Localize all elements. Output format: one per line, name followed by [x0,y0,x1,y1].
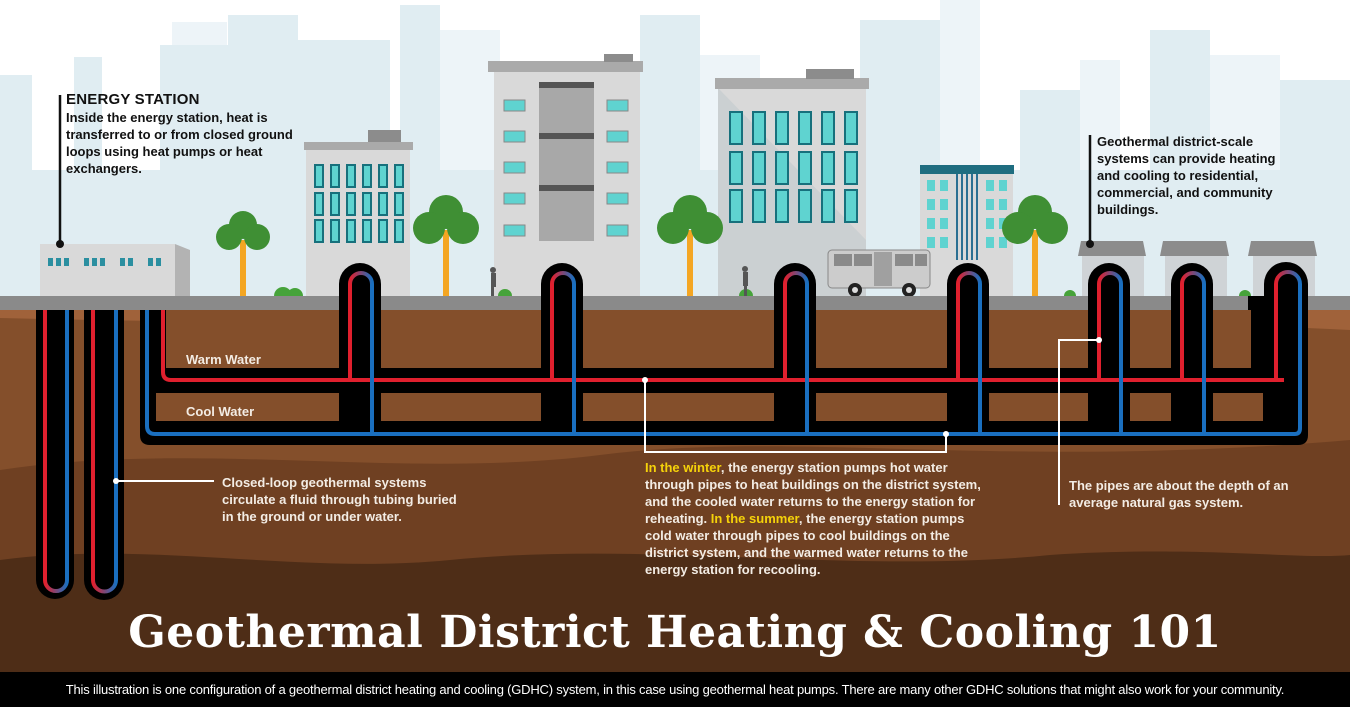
pipe-u-turns [43,270,1302,594]
energy-station-building [40,244,190,296]
energy-station-title: ENERGY STATION [66,91,200,108]
leader-lines [56,95,1102,505]
warm-water-label: Warm Water [186,352,261,367]
commercial-building [715,69,869,296]
closed-loop-description: Closed-loop geothermal systems circulate… [222,475,457,524]
summer-text: , the energy station pumps cold water th… [645,511,968,577]
trees [216,195,1068,296]
footer-bar: This illustration is one configuration o… [0,672,1350,707]
cool-water-pipe [65,284,1302,580]
warm-water-pipe [43,284,1284,580]
winter-text: , the energy station pumps hot water thr… [645,460,981,526]
cool-water-label: Cool Water [186,404,255,419]
footer-disclaimer: This illustration is one configuration o… [65,682,1285,697]
district-scale-description: Geothermal district-scale systems can pr… [1097,134,1276,217]
summer-highlight: In the summer [710,511,799,526]
community-building [920,165,1014,296]
seasonal-operation-description: In the winter, the energy station pumps … [645,459,985,578]
bus [827,249,931,297]
winter-highlight: In the winter [645,460,721,475]
page-title: Geothermal District Heating & Cooling 10… [128,607,1222,658]
energy-station-description: Inside the energy station, heat is trans… [66,110,293,176]
pipe-depth-description: The pipes are about the depth of an aver… [1069,478,1289,510]
pedestrians [490,266,748,296]
apartment-building [488,54,643,296]
